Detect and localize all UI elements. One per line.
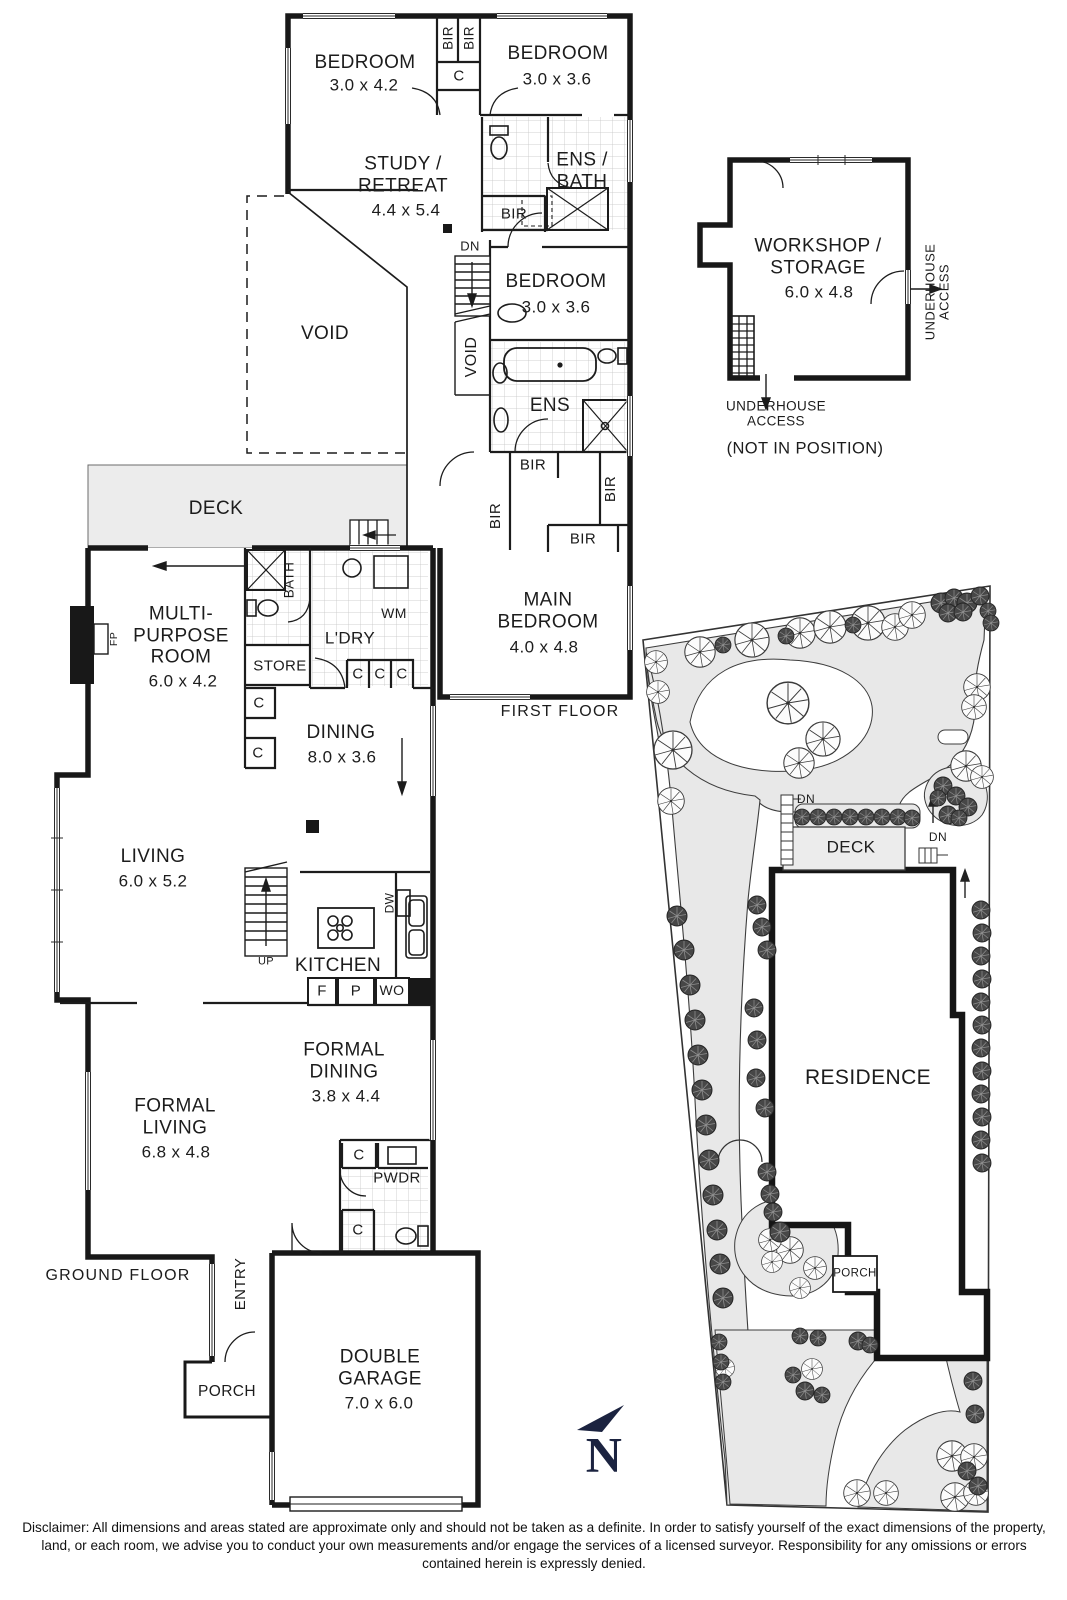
f-label: F: [317, 982, 327, 1000]
site-residence: [768, 866, 991, 1362]
ladder-icon: [731, 315, 755, 377]
residence-label: RESIDENCE: [804, 1066, 932, 1090]
room-label-garage: DOUBLE GARAGE: [338, 1346, 422, 1389]
entry-label: ENTRY: [231, 1257, 249, 1311]
up-label: UP: [257, 955, 275, 968]
room-label-bedroom2: BEDROOM: [507, 43, 609, 65]
bir-label: BIR: [440, 26, 456, 50]
wm-label: WM: [381, 605, 407, 622]
c-label: C: [252, 744, 264, 762]
ldry-label: L'DRY: [324, 628, 376, 648]
room-dim-main-bedroom: 4.0 x 4.8: [509, 637, 579, 657]
porch-label: PORCH: [198, 1383, 256, 1401]
bir-label: BIR: [486, 502, 504, 530]
c-label: C: [352, 665, 364, 683]
stairs-dn-icon: [454, 255, 491, 396]
wo-label: WO: [379, 982, 405, 999]
store-label: STORE: [253, 657, 307, 675]
room-dim-multi: 6.0 x 4.2: [148, 671, 218, 691]
bir-label: BIR: [461, 26, 477, 50]
site-stairs-icon: [780, 794, 948, 866]
dw-label: DW: [382, 892, 397, 914]
bir-label: BIR: [569, 530, 597, 548]
room-label-workshop: WORKSHOP / STORAGE: [754, 235, 882, 278]
deck-label-site: DECK: [826, 837, 876, 857]
room-label-formal-living: FORMAL LIVING: [134, 1095, 216, 1138]
pwdr-label: PWDR: [373, 1169, 421, 1187]
ens-label: ENS: [529, 395, 571, 417]
room-label-multi: MULTI- PURPOSE ROOM: [133, 603, 229, 668]
p-label: P: [350, 982, 362, 1000]
north-n-label: N: [585, 1426, 623, 1483]
bir-label: BIR: [500, 205, 528, 223]
porch-label-site: PORCH: [833, 1267, 877, 1280]
workshop-arrows: [761, 284, 944, 412]
windows: [284, 12, 634, 701]
fp-label: FP: [108, 631, 121, 647]
gf-windows: [51, 544, 463, 1512]
room-dim-bedroom3: 3.0 x 3.6: [521, 297, 591, 317]
room-dim-garage: 7.0 x 6.0: [344, 1393, 414, 1413]
room-label-ens-bath: ENS / BATH: [556, 149, 608, 192]
room-dim-formal-dining: 3.8 x 4.4: [311, 1086, 381, 1106]
c-label: C: [374, 665, 386, 683]
dn-label: DN: [460, 238, 480, 254]
c-label: C: [453, 67, 465, 85]
c-label: C: [253, 694, 265, 712]
room-label-study: STUDY / RETREAT: [357, 153, 449, 196]
north-arrow-icon: [577, 1405, 624, 1432]
room-dim-dining: 8.0 x 3.6: [307, 747, 377, 767]
c-label: C: [396, 665, 408, 683]
room-dim-living: 6.0 x 5.2: [118, 871, 188, 891]
room-label-bedroom1: BEDROOM: [314, 52, 416, 74]
c-label: C: [353, 1146, 365, 1164]
room-dim-study: 4.4 x 5.4: [371, 200, 441, 220]
bath-label: BATH: [281, 561, 297, 599]
room-label-dining: DINING: [306, 722, 376, 744]
dn-label: DN: [796, 792, 816, 807]
underhouse-access-label: UNDERHOUSE ACCESS: [922, 243, 952, 341]
disclaimer-text: Disclaimer: All dimensions and areas sta…: [22, 1520, 1046, 1571]
site-deck: [782, 826, 906, 871]
ground-floor-plan: [51, 544, 481, 1512]
door-arrows: [151, 561, 407, 797]
underhouse-access-label: UNDERHOUSE ACCESS: [725, 398, 827, 429]
kitchen-label: KITCHEN: [294, 955, 382, 977]
void-strip-label: VOID: [463, 336, 481, 378]
bir-label: BIR: [601, 475, 619, 503]
bir-label: BIR: [519, 456, 547, 474]
room-dim-formal-living: 6.8 x 4.8: [141, 1142, 211, 1162]
room-label-living: LIVING: [120, 846, 186, 868]
ground-floor-caption: GROUND FLOOR: [45, 1266, 191, 1284]
dn-label: DN: [928, 830, 948, 845]
first-floor-plan: [87, 12, 634, 701]
workshop-plan: [697, 155, 944, 412]
deck-label: DECK: [188, 498, 244, 520]
not-in-position-label: (NOT IN POSITION): [726, 439, 884, 458]
void-label: VOID: [300, 323, 350, 345]
room-dim-bedroom2: 3.0 x 3.6: [522, 69, 592, 89]
site-plan: [642, 585, 1000, 1513]
first-floor-caption: FIRST FLOOR: [500, 702, 620, 720]
room-dim-workshop: 6.0 x 4.8: [784, 282, 854, 302]
room-dim-bedroom1: 3.0 x 4.2: [329, 75, 399, 95]
fireplace-icon: [70, 606, 109, 684]
room-label-formal-dining: FORMAL DINING: [303, 1039, 385, 1082]
c-label: C: [352, 1221, 364, 1239]
room-label-main-bedroom: MAIN BEDROOM: [497, 589, 599, 632]
stairs-up-icon: [244, 861, 288, 957]
site-porch-box: [832, 1255, 878, 1293]
room-label-bedroom3: BEDROOM: [505, 271, 607, 293]
